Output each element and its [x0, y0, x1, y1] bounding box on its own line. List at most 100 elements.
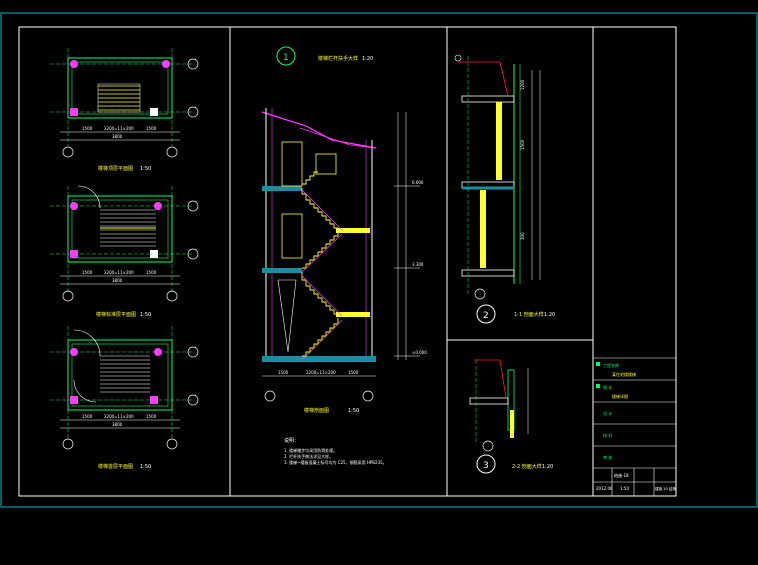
- section-stringer-1: [301, 319, 343, 361]
- plan3-column-1: [70, 348, 78, 356]
- plan3-door-swing-2: [73, 379, 97, 403]
- note-1: 1. 楼梯踏步均采用防滑处理。: [284, 447, 337, 453]
- detail2-wall-panel: [496, 102, 502, 180]
- note-2: 2. 栏杆扶手做法详见大样。: [284, 453, 333, 459]
- section-roof-slope: [299, 127, 377, 149]
- plan1-column-2: [162, 60, 170, 68]
- section-title: 楼梯剖面图: [304, 407, 329, 414]
- section-window-3: [315, 153, 337, 175]
- plan2-scale: 1:50: [140, 312, 151, 318]
- plan2-column-3: [70, 250, 78, 258]
- plan1-dim-b: 2200=11×200: [104, 126, 134, 131]
- plan1-dim-total: 3800: [112, 134, 123, 139]
- plan2-inner-wall: [71, 199, 169, 259]
- title-block[interactable]: 工程名称 某住宅楼楼梯 图 名 楼梯详图 设 计 校 对 审 核 结施-18 2…: [593, 357, 676, 496]
- section-stringer-4: [301, 189, 343, 231]
- section-flight-2: [301, 272, 338, 315]
- section-dim-b: 2200=11×200: [306, 370, 336, 375]
- detail2-slab-bot: [461, 269, 515, 277]
- plan2-door-swing: [77, 185, 101, 209]
- section-number-circle: [276, 46, 296, 66]
- detail2-dim-b: 1500: [520, 139, 525, 150]
- plan3-dim-total: 3800: [112, 422, 123, 427]
- plan3-title: 楼梯首层平面图: [98, 463, 133, 470]
- section-flight-1: [302, 318, 339, 357]
- detail2-title: 1-1 剖面大样: [514, 311, 544, 318]
- plan3-grid-bubble-b: [187, 394, 199, 406]
- tb-label-1: 图 名: [603, 384, 612, 390]
- detail2-scale: 1:20: [544, 312, 555, 318]
- detail3-title: 2-2 剖面大样: [512, 463, 542, 470]
- detail3-grid-bubble: [482, 440, 494, 452]
- plan1-inner-wall: [71, 61, 169, 115]
- plan1-column-1: [70, 60, 78, 68]
- tb-mark-1: [596, 362, 600, 366]
- plan2-title: 楼梯标准层平面图: [96, 311, 136, 318]
- stair-section[interactable]: 1 楼梯栏杆扶手大样 1:20: [261, 46, 427, 465]
- plan3-dim-b: 2200=11×200: [104, 414, 134, 419]
- section-scale: 1:50: [348, 408, 359, 414]
- section-elev-1: 6.600: [412, 180, 424, 185]
- notes-heading: 说明：: [284, 437, 299, 444]
- plan2-grid-bubble-b: [187, 248, 199, 260]
- detail2-number: 2: [483, 311, 489, 321]
- plan1-scale: 1:50: [140, 166, 151, 172]
- plan2-dim-a: 1500: [82, 270, 93, 275]
- detail3-panel: [510, 410, 514, 438]
- plan-standard-floor[interactable]: 1500 2200=11×200 1500 3800 楼梯标准层平面图 1:50: [50, 185, 199, 318]
- detail3-number: 3: [483, 461, 489, 471]
- detail2-wall-panel-2: [480, 190, 486, 268]
- plan3-scale: 1:50: [140, 464, 151, 470]
- plan3-stair-treads: [100, 355, 150, 393]
- plan3-dim-c: 1500: [146, 414, 157, 419]
- plan2-dim-total: 3800: [112, 278, 123, 283]
- section-landing-1: [336, 312, 370, 317]
- detail2-slab-top: [461, 95, 515, 103]
- plan1-grid-bubble-b: [187, 106, 199, 118]
- tb-drawing-no: 结施-18: [614, 472, 629, 478]
- section-dim-a: 1500: [278, 370, 289, 375]
- tb-label-0: 工程名称: [603, 362, 619, 368]
- section-grid-bubble-a: [264, 390, 276, 402]
- note-3: 3. 楼梯~楼板混凝土标号均为 C25，钢筋采用 HPB235。: [284, 459, 387, 465]
- plan2-stair-treads: [100, 209, 156, 247]
- plan-top-floor[interactable]: 1500 2200=11×200 1500 3800 楼梯顶层平面图 1:50: [50, 48, 199, 172]
- plan1-stair-well: [97, 83, 141, 113]
- detail-2[interactable]: 2 1-1 剖面大样 1:20 1200 1500 300: [454, 54, 555, 324]
- detail-3[interactable]: 3 2-2 剖面大样 1:20: [469, 359, 553, 474]
- section-floor-slab-2: [262, 268, 302, 273]
- plan1-column-3: [70, 108, 78, 116]
- plan3-grid-bubble-a: [187, 346, 199, 358]
- plan1-stair-treads: [98, 85, 140, 111]
- detail2-dim-c: 300: [520, 232, 525, 240]
- plan3-column-3: [70, 396, 78, 404]
- section-floor-slab-1: [262, 356, 376, 362]
- plan2-dim-c: 1500: [146, 270, 157, 275]
- plan2-column-1: [70, 202, 78, 210]
- plan2-column-4: [150, 250, 158, 258]
- plan1-grid-bubble-a: [187, 58, 199, 70]
- detail3-scale: 1:20: [542, 464, 553, 470]
- plan3-inner-wall: [71, 343, 169, 407]
- plan3-column-4: [150, 396, 158, 404]
- detail2-number-circle: [476, 304, 496, 324]
- detail3-slab: [469, 397, 509, 405]
- tb-value-1: 楼梯详图: [612, 393, 628, 399]
- section-dim-c: 1500: [348, 370, 359, 375]
- tb-mark-2: [596, 384, 600, 388]
- plan-ground-floor[interactable]: 1500 2200=11×200 1500 3800 楼梯首层平面图 1:50: [50, 326, 199, 470]
- section-window-1: [281, 141, 303, 187]
- section-ground-wedge: [277, 279, 297, 353]
- plan2-column-2: [154, 202, 162, 210]
- plan2-dim-b: 2200=11×200: [104, 270, 134, 275]
- plan1-dim-a: 1500: [82, 126, 93, 131]
- tb-label-2: 设 计: [603, 410, 612, 416]
- section-landing-2: [336, 228, 370, 233]
- sheet-outer-frame: [0, 12, 758, 508]
- section-floor-slab-3: [262, 186, 302, 191]
- tb-value-0: 某住宅楼楼梯: [612, 371, 636, 377]
- detail2-callout-circle: [454, 54, 462, 62]
- tb-date: 2012.06: [596, 486, 613, 491]
